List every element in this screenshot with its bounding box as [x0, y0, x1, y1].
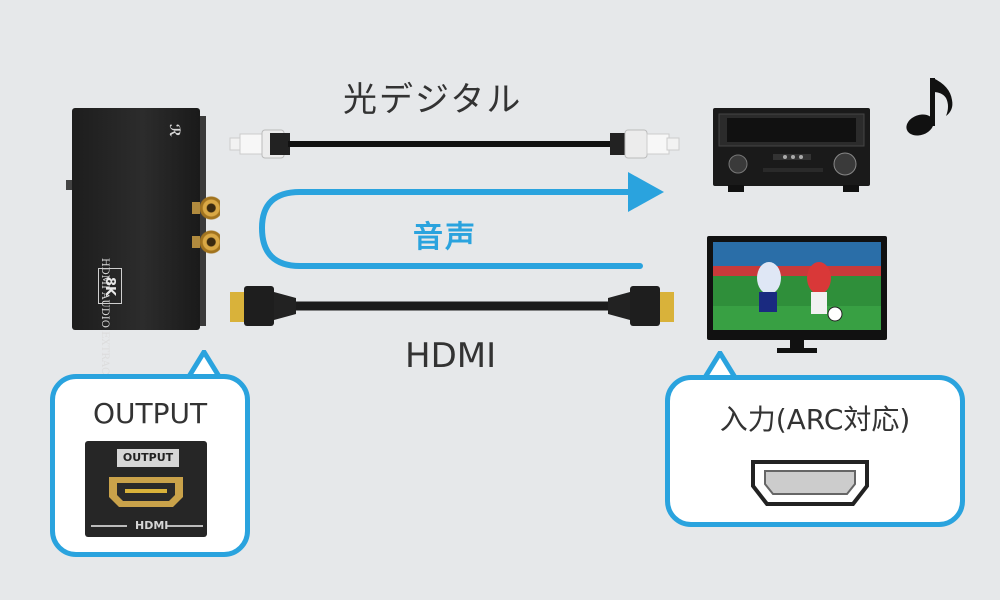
- output-title: OUTPUT: [92, 397, 208, 430]
- audio-label: 音声: [413, 220, 477, 255]
- tv-screen-soccer-image: [713, 242, 881, 330]
- receiver-foot: [843, 185, 859, 192]
- hdmi-port-icon: [751, 460, 869, 506]
- rca-jack-2: [192, 230, 220, 254]
- input-arc-callout: 入力(ARC対応): [665, 375, 965, 527]
- music-note-icon: [906, 78, 953, 136]
- hdmi-connector-left: [230, 286, 296, 326]
- hdmi-audio-extractor: ℛ HDMI AUDIO EXTRACTOR: [72, 108, 206, 397]
- optical-connector-right: [610, 129, 680, 159]
- output-callout: OUTPUT OUTPUT HDMI: [50, 374, 250, 557]
- 8k-badge: 8K: [98, 268, 122, 304]
- input-arc-title: 入力(ARC対応): [719, 403, 911, 436]
- brand-logo-icon: ℛ: [166, 124, 182, 138]
- output-port-photo: OUTPUT HDMI: [85, 441, 207, 537]
- av-receiver: [713, 108, 870, 186]
- port-photo-label: OUTPUT: [117, 449, 179, 467]
- receiver-foot: [728, 185, 744, 192]
- tv-stand-base: [777, 348, 817, 353]
- hdmi-label: HDMI: [405, 336, 497, 376]
- television: [707, 236, 887, 340]
- optical-connector-left: [229, 129, 290, 159]
- hdmi-port-icon: [109, 477, 183, 507]
- optical-digital-label: 光デジタル: [343, 80, 523, 120]
- hdmi-connector-right: [608, 286, 674, 326]
- audio-return-arrow: [258, 189, 643, 269]
- tv-stand: [790, 340, 804, 350]
- audio-arrowhead: [628, 172, 664, 212]
- port-photo-hdmi-text: HDMI: [135, 519, 169, 532]
- rca-jack-1: [192, 196, 220, 220]
- extractor-side-button: [66, 180, 72, 190]
